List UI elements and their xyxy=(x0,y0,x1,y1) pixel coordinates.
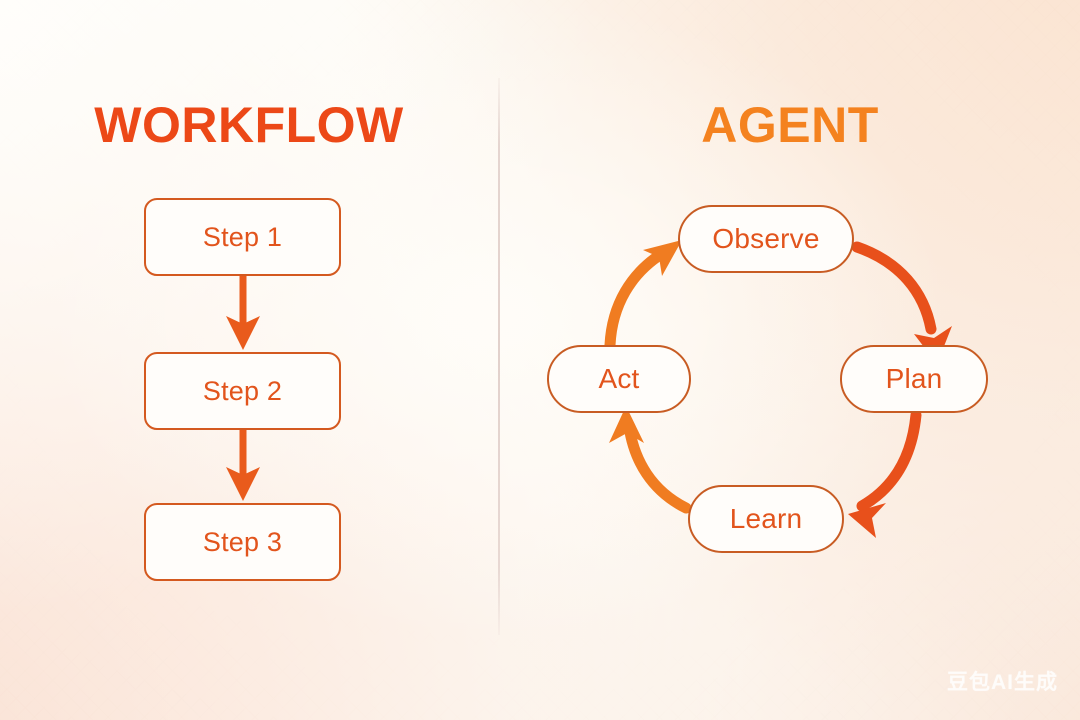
connector-learn-act xyxy=(609,406,692,514)
panel-divider xyxy=(498,78,500,635)
connector-act-observe xyxy=(604,240,682,351)
connector-step2-step3 xyxy=(226,430,260,501)
workflow-step-box-2[interactable]: Step 2 xyxy=(144,352,341,430)
workflow-step-box-1[interactable]: Step 1 xyxy=(144,198,341,276)
agent-node-act[interactable]: Act xyxy=(547,345,691,413)
agent-node-observe[interactable]: Observe xyxy=(678,205,854,273)
agent-node-learn[interactable]: Learn xyxy=(688,485,844,553)
workflow-title: WORKFLOW xyxy=(94,97,404,153)
agent-title: AGENT xyxy=(701,97,879,153)
workflow-connector-group xyxy=(226,276,260,501)
watermark-label: 豆包AI生成 xyxy=(947,671,1058,694)
agent-node-plan[interactable]: Plan xyxy=(840,345,988,413)
workflow-step-box-3[interactable]: Step 3 xyxy=(144,503,341,581)
connector-plan-learn xyxy=(848,409,922,538)
connector-step1-step2 xyxy=(226,276,260,350)
